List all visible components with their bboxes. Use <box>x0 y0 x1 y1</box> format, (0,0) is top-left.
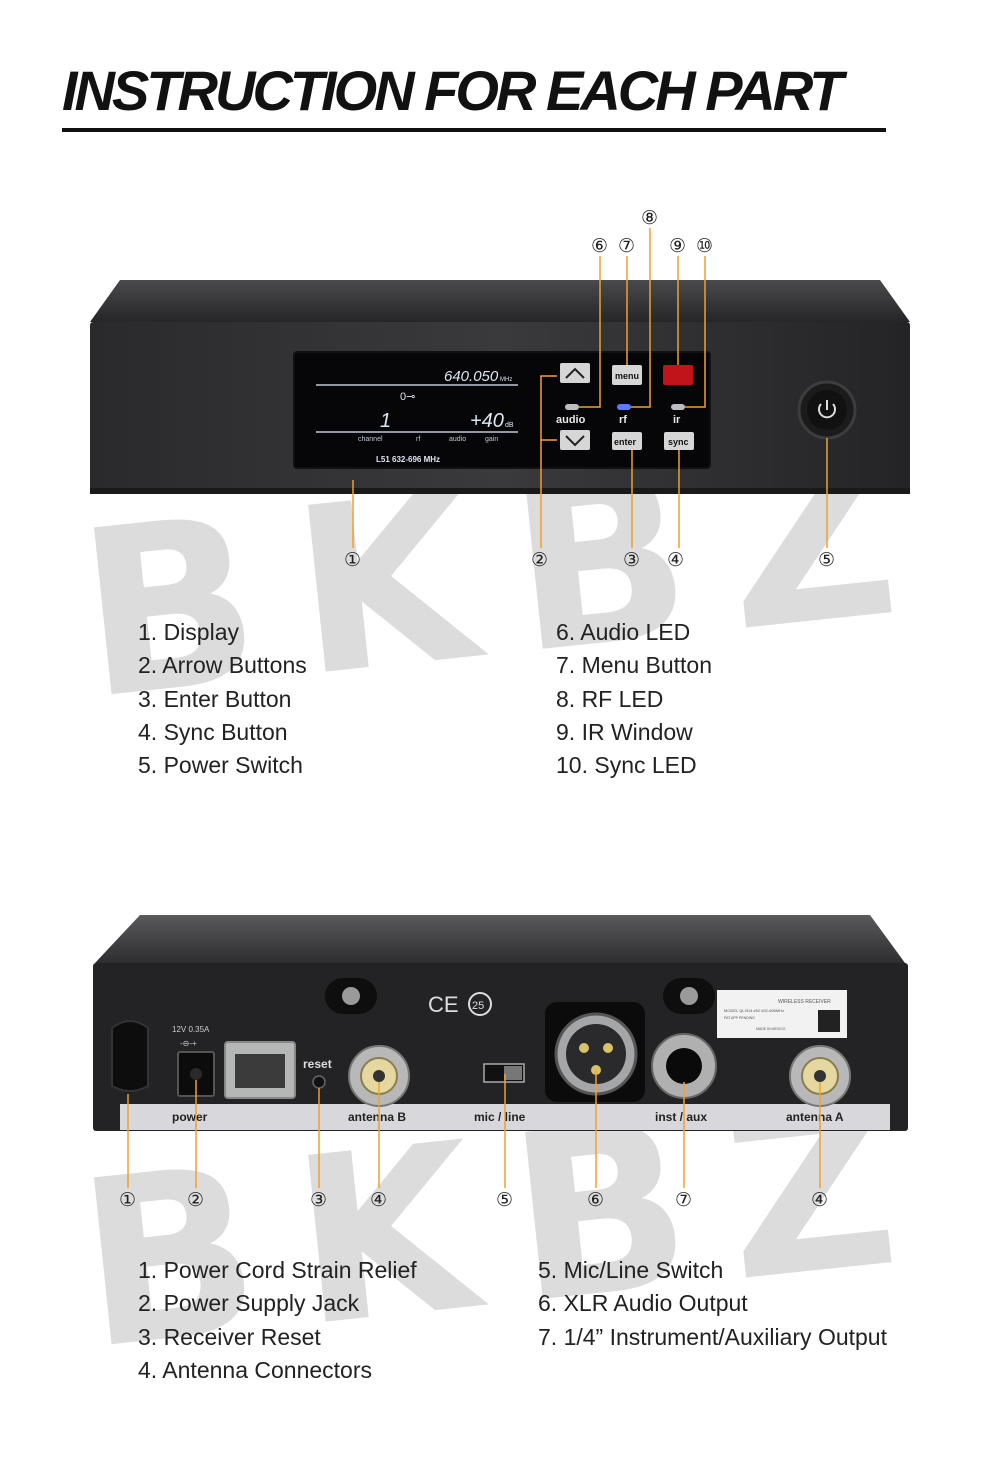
legend-item: 4. Sync Button <box>138 718 288 745</box>
legend-item: 3. Receiver Reset <box>138 1323 321 1350</box>
legend-item: 6. Audio LED <box>556 619 691 645</box>
audio-led-label: audio <box>556 414 586 426</box>
ce-mark: CE <box>428 992 459 1017</box>
svg-text:PAT APP PENDING: PAT APP PENDING <box>724 1016 755 1020</box>
power-switch[interactable] <box>797 380 857 440</box>
callout-arrows: ② <box>531 549 548 571</box>
legend-item: 10. Sync LED <box>556 752 697 779</box>
callout-sync: ④ <box>667 549 684 571</box>
xlr-output <box>545 1002 645 1102</box>
display-label-rf: rf <box>416 436 420 443</box>
title-underline <box>62 128 886 132</box>
label-reset: reset <box>303 1057 332 1071</box>
display-label-audio: audio <box>449 436 466 443</box>
callout-mic-line: ⑤ <box>496 1189 513 1211</box>
callout-strain-relief: ① <box>119 1189 136 1211</box>
callout-rf-led: ⑧ <box>641 207 658 229</box>
svg-text:WIRELESS RECEIVER: WIRELESS RECEIVER <box>778 999 831 1005</box>
ir-window <box>663 365 693 385</box>
label-inst-aux: inst / aux <box>655 1110 707 1124</box>
legend-item: 1. Display <box>138 619 239 645</box>
legend-item: 3. Enter Button <box>138 685 292 712</box>
up-arrow-button[interactable] <box>560 363 590 383</box>
sync-led <box>671 404 685 410</box>
reset-hole <box>312 1075 326 1089</box>
legend-item: 5. Power Switch <box>138 752 303 779</box>
page-title: INSTRUCTION FOR EACH PART <box>62 59 843 122</box>
front-legend-right: 6. Audio LED 7. Menu Button 8. RF LED 9.… <box>556 616 712 782</box>
antenna-b-connector <box>348 1045 410 1107</box>
legend-item: 1. Power Cord Strain Relief <box>138 1257 417 1283</box>
rear-legend-right: 5. Mic/Line Switch 6. XLR Audio Output 7… <box>538 1254 887 1354</box>
display-frequency-unit: MHz <box>500 377 512 383</box>
callout-menu: ⑦ <box>618 235 635 257</box>
antenna-a-connector <box>789 1045 851 1107</box>
callout-quarter-inch: ⑦ <box>675 1189 692 1211</box>
label-mic-line: mic / line <box>474 1110 526 1124</box>
legend-item: 9. IR Window <box>556 718 693 745</box>
callout-antenna-a: ④ <box>811 1189 828 1211</box>
label-power: power <box>172 1110 208 1124</box>
svg-text:MADE IN MEXICO: MADE IN MEXICO <box>756 1027 786 1031</box>
label-antenna-a: antenna A <box>786 1110 844 1124</box>
callout-enter: ③ <box>623 549 640 571</box>
menu-button[interactable]: menu <box>612 365 642 385</box>
callout-audio-led: ⑥ <box>591 235 608 257</box>
sync-button[interactable]: sync <box>664 432 694 450</box>
svg-text:sync: sync <box>668 437 689 447</box>
svg-text:enter: enter <box>614 437 637 447</box>
legend-item: 2. Power Supply Jack <box>138 1290 360 1317</box>
callout-power-jack: ② <box>187 1189 204 1211</box>
rf-led-label: rf <box>619 414 627 426</box>
rear-chassis-top <box>95 915 905 963</box>
legend-item: 7. Menu Button <box>556 652 712 679</box>
callout-display: ① <box>344 549 361 571</box>
lcd-display: 640.050 MHz 0⊸ 1 +40 dB channel rf audio… <box>293 351 711 469</box>
svg-text:menu: menu <box>615 371 639 381</box>
legend-item: 5. Mic/Line Switch <box>538 1257 724 1283</box>
callout-sync-led: ⑩ <box>696 235 713 257</box>
rear-legend-left: 1. Power Cord Strain Relief 2. Power Sup… <box>138 1254 417 1387</box>
rf-led <box>617 404 631 410</box>
display-gain-value: +40 <box>470 410 504 432</box>
chassis-top <box>90 280 910 322</box>
display-gain-unit: dB <box>505 422 514 429</box>
legend-item: 6. XLR Audio Output <box>538 1290 748 1317</box>
legend-item: 4. Antenna Connectors <box>138 1356 372 1383</box>
front-legend-left: 1. Display 2. Arrow Buttons 3. Enter But… <box>138 616 307 782</box>
display-key-icon: 0⊸ <box>400 391 415 403</box>
legend-item: 8. RF LED <box>556 685 664 712</box>
down-arrow-button[interactable] <box>560 430 590 450</box>
display-channel-value: 1 <box>380 410 391 432</box>
callout-xlr: ⑥ <box>587 1189 604 1211</box>
display-frequency: 640.050 <box>444 368 499 385</box>
power-rating: 12V 0.35A <box>172 1025 210 1034</box>
audio-led <box>565 404 579 410</box>
ir-label: ir <box>673 414 681 426</box>
enter-button[interactable]: enter <box>612 432 642 450</box>
model-sticker: WIRELESS RECEIVER MODEL QLXD4 #52 632-69… <box>717 990 847 1038</box>
power-polarity: -⊖-+ <box>180 1039 197 1048</box>
callout-reset: ③ <box>310 1189 327 1211</box>
display-label-gain: gain <box>485 436 498 443</box>
rear-panel: 12V 0.35A -⊖-+ CE 25 WIRELESS RECEIVER M… <box>93 915 908 1211</box>
label-antenna-b: antenna B <box>348 1110 406 1124</box>
display-label-channel: channel <box>358 436 383 443</box>
years-mark: 25 <box>472 1000 484 1012</box>
display-band: L51 632-696 MHz <box>376 455 440 464</box>
callout-ir: ⑨ <box>669 235 686 257</box>
svg-text:MODEL QLXD4 #52 632-696MHz: MODEL QLXD4 #52 632-696MHz <box>724 1008 784 1013</box>
callout-power: ⑤ <box>818 549 835 571</box>
legend-item: 7. 1/4” Instrument/Auxiliary Output <box>538 1323 887 1350</box>
legend-item: 2. Arrow Buttons <box>138 652 307 679</box>
callout-antenna-b: ④ <box>370 1189 387 1211</box>
strain-relief <box>111 1020 149 1092</box>
front-panel: 640.050 MHz 0⊸ 1 +40 dB channel rf audio… <box>90 207 910 571</box>
